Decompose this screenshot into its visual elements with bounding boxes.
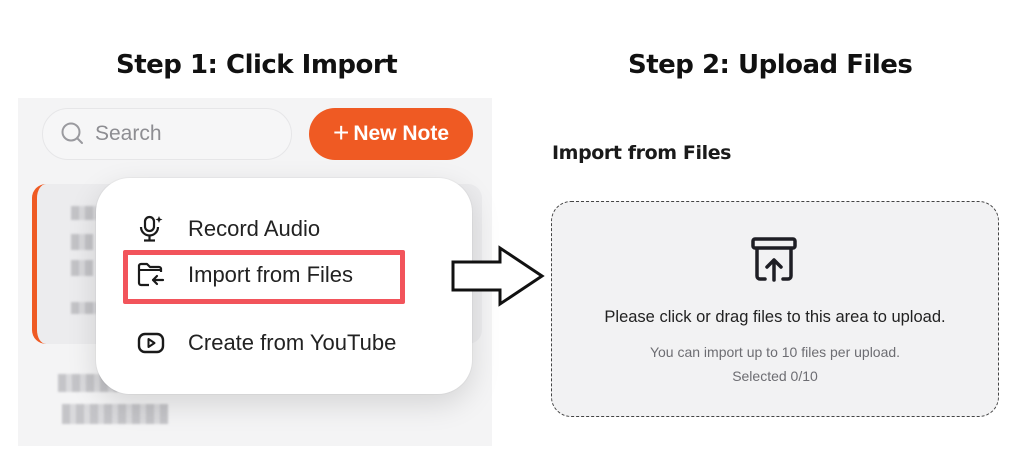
blurred-text xyxy=(71,206,101,220)
blurred-text xyxy=(62,404,168,424)
arrow-right-icon xyxy=(451,245,545,307)
import-from-files-title: Import from Files xyxy=(552,142,732,164)
menu-label: Create from YouTube xyxy=(188,330,397,355)
plus-icon: + xyxy=(332,117,350,148)
archive-upload-icon xyxy=(751,237,797,282)
selected-count: Selected 0/10 xyxy=(732,368,818,384)
blurred-text xyxy=(71,302,99,314)
dropzone-instruction: Please click or drag files to this area … xyxy=(604,308,946,326)
search-icon xyxy=(61,122,83,144)
blurred-text xyxy=(71,234,93,250)
step-2-title: Step 2: Upload Files xyxy=(628,50,913,80)
menu-item-import-from-files[interactable]: Import from Files xyxy=(136,260,353,290)
menu-item-record-audio[interactable]: Record Audio xyxy=(136,214,320,244)
search-placeholder: Search xyxy=(95,122,162,145)
step-1-title: Step 1: Click Import xyxy=(116,50,398,80)
dropzone-limit-note: You can import up to 10 files per upload… xyxy=(649,344,901,360)
youtube-play-icon xyxy=(137,332,165,354)
menu-label: Import from Files xyxy=(188,262,354,287)
new-note-label: New Note xyxy=(353,122,450,145)
folder-import-icon xyxy=(137,262,165,287)
menu-item-create-from-youtube[interactable]: Create from YouTube xyxy=(136,328,396,358)
new-note-button[interactable]: + New Note xyxy=(309,108,473,160)
microphone-sparkle-icon xyxy=(139,215,163,242)
highlight-box xyxy=(123,250,405,304)
search-input[interactable]: Search xyxy=(42,108,292,160)
menu-label: Record Audio xyxy=(188,216,321,241)
upload-dropzone[interactable]: Please click or drag files to this area … xyxy=(551,201,999,417)
new-note-menu: Record Audio Import from Files Create fr… xyxy=(96,178,472,394)
blurred-text xyxy=(71,260,93,276)
